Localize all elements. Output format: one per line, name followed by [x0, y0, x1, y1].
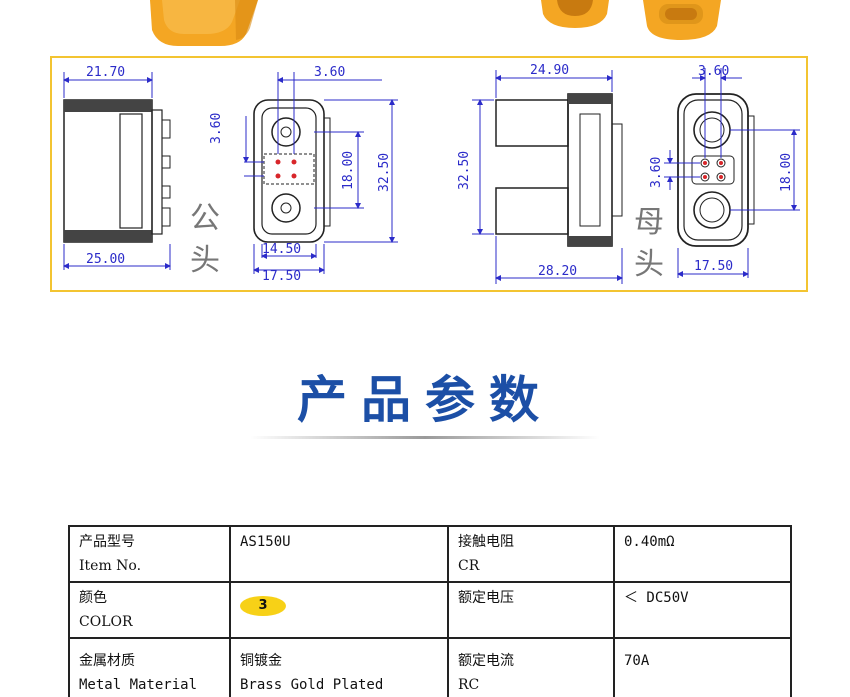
male-front-left-dim: 3.60 — [209, 113, 224, 144]
male-side-top-dim: 21.70 — [86, 65, 125, 80]
title-divider — [250, 436, 600, 439]
param-label-cn: 额定电压 — [458, 590, 514, 606]
female-front-inner-dim: 3.60 — [649, 157, 664, 188]
male-front-view — [243, 72, 398, 274]
param-label-cell: 额定电流 RC — [447, 637, 615, 697]
param-value: ＜ DC50V — [624, 590, 689, 606]
male-side-bottom-dim: 25.00 — [86, 252, 125, 267]
female-front-view — [664, 68, 800, 278]
param-label-en: CR — [458, 558, 480, 574]
param-label-en: Item No. — [79, 558, 142, 574]
female-connector-photo — [535, 0, 725, 46]
param-label-cell: 颜色 COLOR — [68, 581, 231, 639]
param-label-cell: 金属材质 Metal Material — [68, 637, 231, 697]
param-value: 70A — [624, 653, 650, 669]
param-label-cn: 金属材质 — [79, 653, 135, 669]
table-row: 金属材质 Metal Material 铜镀金 Brass Gold Plate… — [68, 637, 792, 697]
param-value-cell: 0.40mΩ — [613, 525, 792, 583]
param-value-cell: ＜ DC50V — [613, 581, 792, 639]
param-label-en: COLOR — [79, 614, 133, 630]
male-front-top-dim: 3.60 — [314, 65, 345, 80]
param-value: 0.40mΩ — [624, 534, 675, 550]
female-label-bottom: 头 — [634, 247, 664, 282]
female-side-top-dim: 24.90 — [530, 63, 569, 78]
male-side-view — [63, 72, 171, 270]
param-label-en: RC — [458, 677, 480, 693]
female-side-view — [472, 70, 623, 284]
male-front-bottom-inner-dim: 14.50 — [262, 242, 301, 257]
dimension-drawing-panel: 21.70 25.00 公 头 — [50, 56, 808, 292]
dimension-drawing: 21.70 25.00 公 头 — [63, 63, 800, 284]
param-value-cell: 铜镀金 Brass Gold Plated — [229, 637, 449, 697]
male-front-inner-dim: 18.00 — [341, 151, 356, 190]
param-label-cn: 接触电阻 — [458, 534, 514, 550]
param-value-cell: AS150U — [229, 525, 449, 583]
param-value-cell: 3 — [229, 581, 449, 639]
male-label-top: 公 — [190, 201, 220, 236]
param-label-cn: 颜色 — [79, 590, 107, 606]
female-front-right-dim: 18.00 — [779, 153, 794, 192]
param-value: AS150U — [240, 534, 291, 550]
param-value-cell: 70A — [613, 637, 792, 697]
param-label-cell: 接触电阻 CR — [447, 525, 615, 583]
color-swatch-badge: 3 — [240, 596, 286, 616]
female-front-bottom-dim: 17.50 — [694, 259, 733, 274]
param-label-cn: 额定电流 — [458, 653, 514, 669]
female-side-bottom-dim: 28.20 — [538, 264, 577, 279]
params-table: 产品型号 Item No. AS150U 接触电阻 CR 0.40mΩ 颜色 C… — [68, 525, 792, 697]
male-front-height-dim: 32.50 — [377, 153, 392, 192]
female-label-top: 母 — [634, 205, 664, 240]
param-value-en: Brass Gold Plated — [240, 677, 384, 693]
male-label-bottom: 头 — [190, 243, 220, 278]
param-label-en: Metal Material — [79, 677, 198, 693]
table-row: 产品型号 Item No. AS150U 接触电阻 CR 0.40mΩ — [68, 525, 792, 583]
section-title: 产品参数 — [297, 371, 553, 429]
female-front-top-dim: 3.60 — [698, 64, 729, 79]
param-label-cell: 额定电压 — [447, 581, 615, 639]
table-row: 颜色 COLOR 3 额定电压 ＜ DC50V — [68, 581, 792, 639]
male-connector-photo — [140, 0, 280, 46]
param-value-cn: 铜镀金 — [240, 653, 282, 669]
female-side-left-dim: 32.50 — [457, 151, 472, 190]
param-label-cell: 产品型号 Item No. — [68, 525, 231, 583]
male-front-bottom-dim: 17.50 — [262, 269, 301, 284]
param-label-cn: 产品型号 — [79, 534, 135, 550]
